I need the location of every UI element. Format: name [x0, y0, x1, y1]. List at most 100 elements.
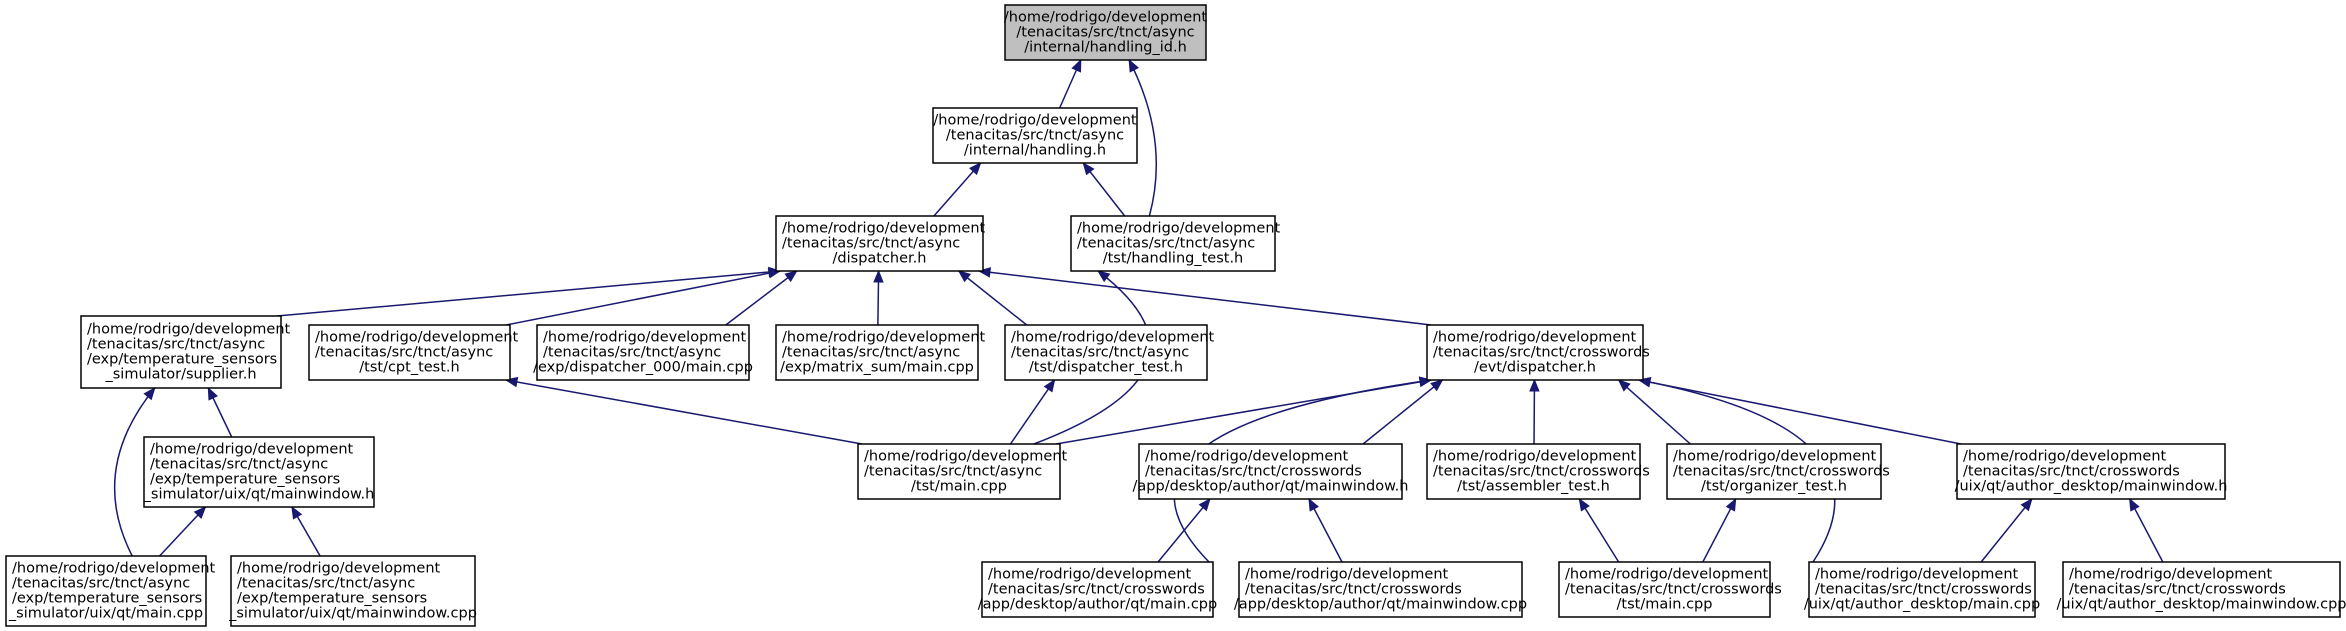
node-author_qt_mainwindow_cpp[interactable]: /home/rodrigo/development/tenacitas/src/… — [1234, 561, 1527, 618]
edge-async_tst_main-to-cpt_test — [505, 379, 863, 445]
node-label-line: /home/rodrigo/development — [1433, 330, 1637, 346]
node-label-line: /home/rodrigo/development — [988, 567, 1192, 583]
edge-evt_dispatcher-to-dispatcher — [978, 270, 1432, 326]
edge-arrowhead — [143, 386, 156, 401]
node-uix_author_mainwindow_h[interactable]: /home/rodrigo/development/tenacitas/src/… — [1955, 443, 2228, 500]
node-handling_test[interactable]: /home/rodrigo/development/tenacitas/src/… — [1070, 215, 1281, 272]
node-label-line: /home/rodrigo/development — [1245, 567, 1449, 583]
node-box — [1070, 215, 1276, 272]
edge-arrowhead — [193, 506, 207, 519]
node-label-line: /tenacitas/src/tnct/async — [1077, 236, 1255, 252]
node-label-line: /tst/main.cpp — [911, 479, 1007, 495]
node-evt_dispatcher[interactable]: /home/rodrigo/development/tenacitas/src/… — [1426, 324, 1650, 381]
edge-arrowhead — [1043, 378, 1056, 393]
node-author_qt_mainwindow_h[interactable]: /home/rodrigo/development/tenacitas/src/… — [1133, 443, 1409, 500]
edge-arrowhead — [969, 162, 982, 176]
edge-crosswords_tst_main-to-assembler_test — [1578, 498, 1620, 563]
node-async_tst_main[interactable]: /home/rodrigo/development/tenacitas/src/… — [857, 443, 1068, 500]
node-label-line: /home/rodrigo/development — [237, 561, 441, 577]
node-label-line: /tenacitas/src/tnct/async — [12, 576, 190, 592]
node-label-line: /home/rodrigo/development — [1815, 567, 2019, 583]
node-label-line: /internal/handling.h — [964, 143, 1106, 159]
node-label-line: /tenacitas/src/tnct/async — [315, 345, 493, 361]
node-label-line: /app/desktop/author/qt/mainwindow.h — [1133, 479, 1409, 495]
node-box — [5, 555, 207, 627]
node-uix_author_main_cpp[interactable]: /home/rodrigo/development/tenacitas/src/… — [1804, 561, 2040, 618]
edge-arrowhead — [1082, 161, 1095, 176]
node-box — [1808, 561, 2036, 618]
edge-dispatcher_000-to-dispatcher — [725, 270, 798, 326]
node-dispatcher_000[interactable]: /home/rodrigo/development/tenacitas/src/… — [533, 324, 753, 381]
node-label-line: /tenacitas/src/tnct/crosswords — [1963, 464, 2180, 480]
edge-arrowhead — [1128, 58, 1140, 73]
edge-arrowhead — [1578, 497, 1590, 512]
node-label-line: /exp/dispatcher_000/main.cpp — [533, 360, 753, 376]
edge-arrowhead — [1725, 497, 1737, 512]
node-label-line: /evt/dispatcher.h — [1474, 360, 1596, 376]
node-label-line: /exp/temperature_sensors — [12, 591, 202, 607]
node-label-line: _simulator/uix/qt/mainwindow.cpp — [228, 606, 477, 622]
edge-organizer_test-to-evt_dispatcher — [1618, 379, 1691, 445]
node-label-line: /tenacitas/src/tnct/crosswords — [1145, 464, 1362, 480]
node-label-line: /internal/handling_id.h — [1024, 40, 1187, 56]
edge-uix_author_main_cpp-to-uix_author_mainwindow_h — [1980, 498, 2033, 563]
edge-arrowhead — [1071, 58, 1082, 73]
node-crosswords_tst_main[interactable]: /home/rodrigo/development/tenacitas/src/… — [1558, 561, 1782, 618]
edge-arrowhead — [784, 270, 798, 283]
node-box — [1558, 561, 1771, 618]
node-mainwindow_h_sim[interactable]: /home/rodrigo/development/tenacitas/src/… — [143, 436, 375, 508]
node-label-line: /tenacitas/src/tnct/async — [864, 464, 1042, 480]
node-label-line: /exp/temperature_sensors — [150, 472, 340, 488]
node-handling[interactable]: /home/rodrigo/development/tenacitas/src/… — [932, 107, 1138, 164]
edge-arrowhead — [1198, 497, 1211, 512]
node-dispatcher[interactable]: /home/rodrigo/development/tenacitas/src/… — [775, 215, 986, 272]
node-label-line: /uix/qt/author_desktop/mainwindow.h — [1955, 479, 2228, 495]
edge-arrowhead — [291, 505, 303, 520]
node-label-line: /home/rodrigo/development — [150, 442, 354, 458]
node-box — [1004, 4, 1207, 61]
node-box — [536, 324, 750, 381]
node-box — [1426, 443, 1641, 500]
node-label-line: /home/rodrigo/development — [864, 449, 1068, 465]
node-label-line: /tenacitas/src/tnct/crosswords — [1245, 582, 1462, 598]
node-label-line: _simulator/uix/qt/main.cpp — [8, 606, 203, 622]
node-label-line: _simulator/uix/qt/mainwindow.h — [143, 487, 375, 503]
node-cpt_test[interactable]: /home/rodrigo/development/tenacitas/src/… — [308, 324, 519, 381]
edge-arrowhead — [207, 386, 218, 401]
node-handling_id[interactable]: /home/rodrigo/development/tenacitas/src/… — [1004, 4, 1208, 61]
node-sim_main_cpp[interactable]: /home/rodrigo/development/tenacitas/src/… — [5, 555, 216, 627]
node-label-line: /tenacitas/src/tnct/crosswords — [1565, 582, 1782, 598]
node-label-line: /tenacitas/src/tnct/async — [782, 345, 960, 361]
node-label-line: /exp/temperature_sensors — [237, 591, 427, 607]
node-author_qt_main_cpp[interactable]: /home/rodrigo/development/tenacitas/src/… — [978, 561, 1217, 618]
node-label-line: /tenacitas/src/tnct/crosswords — [2069, 582, 2286, 598]
edges-layer — [113, 58, 2164, 563]
edge-author_qt_main_cpp-to-author_qt_mainwindow_h — [1157, 498, 1211, 563]
node-label-line: /home/rodrigo/development — [782, 221, 986, 237]
edge-arrowhead — [1529, 378, 1540, 392]
node-label-line: /uix/qt/author_desktop/mainwindow.cpp — [2057, 597, 2346, 613]
edge-author_qt_mainwindow_h-to-evt_dispatcher — [1362, 379, 1443, 445]
edge-arrowhead — [2020, 497, 2033, 512]
node-label-line: /tst/organizer_test.h — [1701, 479, 1847, 495]
node-label-line: /exp/temperature_sensors — [87, 352, 277, 368]
node-matrix_sum[interactable]: /home/rodrigo/development/tenacitas/src/… — [775, 324, 986, 381]
node-label-line: /home/rodrigo/development — [2069, 567, 2273, 583]
node-sim_mainwindow_cpp[interactable]: /home/rodrigo/development/tenacitas/src/… — [228, 555, 477, 627]
node-assembler_test[interactable]: /home/rodrigo/development/tenacitas/src/… — [1426, 443, 1650, 500]
node-label-line: /home/rodrigo/development — [782, 330, 986, 346]
node-box — [1238, 561, 1523, 618]
node-label-line: /home/rodrigo/development — [1565, 567, 1769, 583]
edge-handling_test-to-handling_id — [1128, 59, 1157, 217]
node-label-line: /home/rodrigo/development — [315, 330, 519, 346]
node-dispatcher_test[interactable]: /home/rodrigo/development/tenacitas/src/… — [1004, 324, 1215, 381]
edge-arrowhead — [2129, 497, 2140, 512]
node-label-line: /home/rodrigo/development — [1004, 10, 1208, 26]
node-box — [2062, 561, 2341, 618]
node-uix_author_mainwindow_cpp[interactable]: /home/rodrigo/development/tenacitas/src/… — [2057, 561, 2346, 618]
node-supplier[interactable]: /home/rodrigo/development/tenacitas/src/… — [80, 315, 291, 389]
node-organizer_test[interactable]: /home/rodrigo/development/tenacitas/src/… — [1666, 443, 1890, 500]
edge-supplier-to-dispatcher — [276, 270, 781, 317]
node-label-line: /home/rodrigo/development — [1673, 449, 1877, 465]
